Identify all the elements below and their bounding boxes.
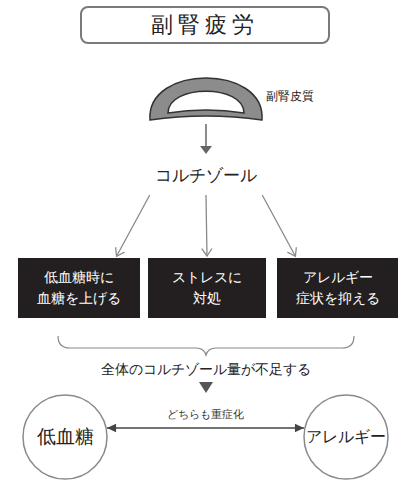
connector [202,195,212,256]
node-text: アレルギー 症状を抑える [291,267,384,309]
connector [262,195,296,256]
arrow-head [287,247,296,256]
node-text: 低血糖時に 血糖を上げる [32,267,126,309]
circle-shape [23,395,107,479]
connector-line [205,195,207,256]
connector-line [262,195,295,256]
note-text: 全体のコルチゾール量が不足する [30,361,381,379]
part-name: 副腎皮質 [266,89,346,104]
down-triangle [199,382,213,393]
connector [116,195,150,256]
symptom-circle: 低血糖 [22,394,108,480]
function-box: アレルギー 症状を抑える [277,258,398,318]
down-arrow-head [200,146,212,154]
down-arrow-line [205,124,207,147]
adrenal-cortex-illustration [150,78,262,120]
arrow-head [107,424,116,433]
group-bracket [58,336,354,355]
node-text: 低血糖 [37,422,94,451]
title-box: 副腎疲労 [80,6,330,44]
function-box: 低血糖時に 血糖を上げる [18,258,140,318]
node-text: ストレスに 対処 [162,267,252,309]
node-text: アレルギー [306,425,386,449]
node-text: コルチゾール [155,162,257,188]
symptom-circle: アレルギー [303,394,389,480]
connector-line [117,195,150,256]
function-box: ストレスに 対処 [148,258,266,318]
adrenal-cortex-inner [168,91,244,113]
edge-label: どちらも重症化 [136,407,276,422]
hormone-node: コルチゾール [130,155,282,195]
arrow-head [202,248,212,256]
connector [107,424,304,433]
circle-shape [304,395,388,479]
node-text: 副腎疲労 [151,8,259,42]
arrow-head [116,247,125,256]
arrow-head [295,424,304,433]
connector-line [107,427,304,428]
